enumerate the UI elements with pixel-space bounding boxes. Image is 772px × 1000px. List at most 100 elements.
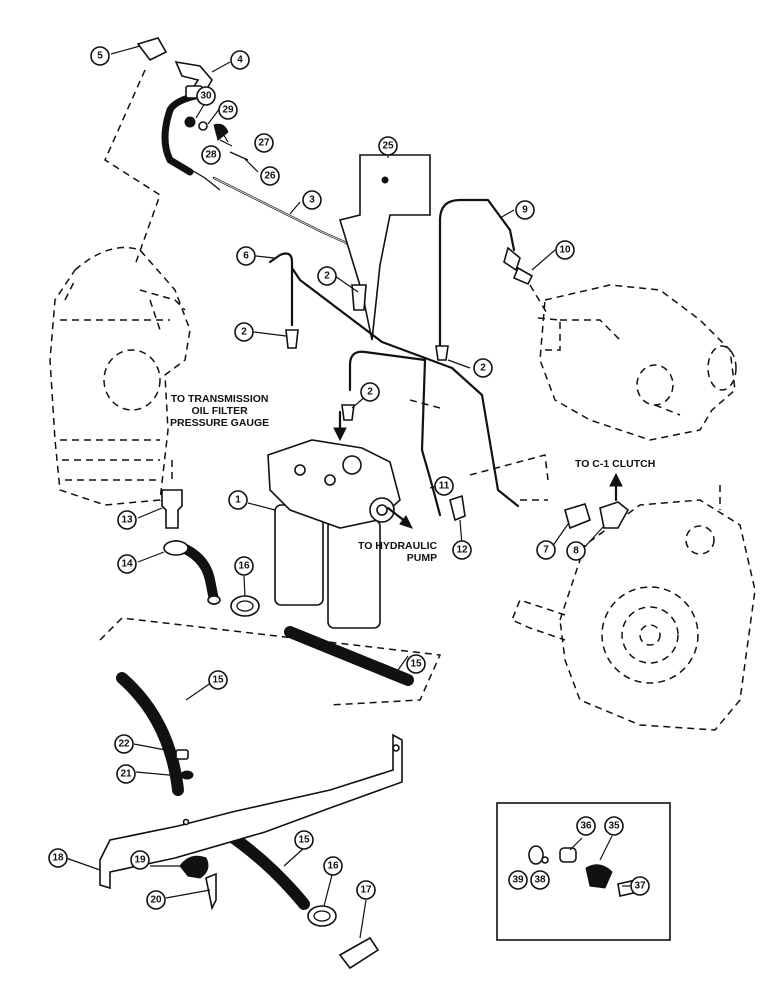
callout-28: 28 [201, 145, 221, 165]
callout-39: 39 [508, 870, 528, 890]
svg-text:2: 2 [241, 327, 247, 338]
clamp-16-upper [230, 595, 260, 617]
note-hydraulic-pump-line-1: TO HYDRAULIC [358, 540, 438, 552]
svg-text:29: 29 [222, 105, 234, 116]
callout-3: 3 [302, 190, 322, 210]
nut-22 [175, 749, 189, 760]
svg-text:35: 35 [608, 821, 620, 832]
callout-37: 37 [630, 876, 650, 896]
callout-21: 21 [116, 764, 136, 784]
svg-text:16: 16 [327, 861, 339, 872]
svg-text:6: 6 [243, 251, 249, 262]
callout-5: 5 [90, 46, 110, 66]
svg-text:8: 8 [573, 546, 579, 557]
callout-18: 18 [48, 848, 68, 868]
callout-26: 26 [260, 166, 280, 186]
svg-text:7: 7 [543, 545, 549, 556]
callout-2c: 2 [473, 358, 493, 378]
fitting-7 [564, 503, 591, 530]
note-transmission-gauge-line-2: OIL FILTER [191, 405, 248, 417]
callout-1: 1 [228, 490, 248, 510]
svg-text:13: 13 [121, 515, 133, 526]
note-transmission-gauge-line-1: TO TRANSMISSION [170, 393, 269, 405]
svg-text:12: 12 [456, 545, 468, 556]
svg-text:4: 4 [237, 55, 243, 66]
hose-5-route [104, 69, 161, 266]
nut-21 [180, 770, 194, 780]
callout-6: 6 [236, 246, 256, 266]
svg-text:2: 2 [367, 387, 373, 398]
svg-text:25: 25 [382, 141, 394, 152]
bolt-20 [205, 872, 217, 911]
fitting-13 [161, 489, 183, 529]
note-c1-clutch: TO C-1 CLUTCH [575, 458, 656, 470]
inset-detail-box [496, 802, 671, 941]
callout-2b: 2 [234, 322, 254, 342]
callout-29: 29 [218, 100, 238, 120]
svg-text:11: 11 [439, 481, 450, 492]
svg-text:2: 2 [324, 271, 330, 282]
svg-text:19: 19 [134, 855, 146, 866]
hose-4-assembly [136, 37, 221, 191]
callout-4: 4 [230, 50, 250, 70]
svg-text:39: 39 [512, 875, 524, 886]
svg-text:37: 37 [634, 881, 646, 892]
fittings-2 [285, 284, 449, 421]
callout-11: 11 [434, 476, 454, 496]
callout-30: 30 [196, 86, 216, 106]
svg-text:2: 2 [480, 363, 486, 374]
svg-text:5: 5 [97, 51, 103, 62]
callout-13: 13 [117, 510, 137, 530]
svg-text:1: 1 [235, 495, 241, 506]
svg-text:15: 15 [298, 835, 310, 846]
svg-text:26: 26 [264, 171, 276, 182]
tube-11 [348, 350, 442, 517]
clamp-19 [179, 855, 209, 879]
note-hydraulic-pump: TO HYDRAULIC PUMP [358, 540, 437, 564]
callout-27: 27 [254, 133, 274, 153]
adapter-17 [338, 936, 380, 970]
callout-22: 22 [114, 734, 134, 754]
hose-15-right [284, 626, 414, 686]
transmission-housing [49, 246, 191, 506]
callout-16b: 16 [323, 856, 343, 876]
svg-text:27: 27 [258, 138, 270, 149]
svg-text:15: 15 [212, 675, 224, 686]
svg-text:38: 38 [534, 875, 546, 886]
svg-text:20: 20 [150, 895, 162, 906]
svg-text:21: 21 [120, 769, 132, 780]
callout-2a: 2 [317, 266, 337, 286]
callout-20: 20 [146, 890, 166, 910]
note-transmission-gauge: TO TRANSMISSION OIL FILTER PRESSURE GAUG… [170, 393, 269, 429]
svg-text:22: 22 [118, 739, 130, 750]
callout-15a: 15 [406, 654, 426, 674]
filter-assembly-1 [267, 439, 401, 629]
svg-text:36: 36 [580, 821, 592, 832]
elbow-8 [599, 501, 630, 529]
callout-10: 10 [555, 240, 575, 260]
callout-16a: 16 [234, 556, 254, 576]
fitting-10-route [529, 284, 549, 316]
callout-9: 9 [515, 200, 535, 220]
callout-2d: 2 [360, 382, 380, 402]
callout-38: 38 [530, 870, 550, 890]
callout-14: 14 [117, 554, 137, 574]
callout-36: 36 [576, 816, 596, 836]
svg-text:3: 3 [309, 195, 315, 206]
note-hydraulic-pump-line-2: PUMP [406, 552, 438, 564]
callout-35: 35 [604, 816, 624, 836]
tube-9 [438, 198, 516, 352]
filter-group-outline [409, 399, 549, 501]
svg-text:18: 18 [52, 853, 64, 864]
callout-8: 8 [566, 541, 586, 561]
callout-12: 12 [452, 540, 472, 560]
callout-7: 7 [536, 540, 556, 560]
svg-text:28: 28 [205, 150, 217, 161]
callouts: 5 4 30 29 27 28 26 3 25 9 10 6 2 2 2 2 1… [48, 46, 650, 910]
tube-6 [268, 252, 520, 508]
svg-text:16: 16 [238, 561, 250, 572]
svg-text:15: 15 [410, 659, 422, 670]
callout-17: 17 [356, 880, 376, 900]
